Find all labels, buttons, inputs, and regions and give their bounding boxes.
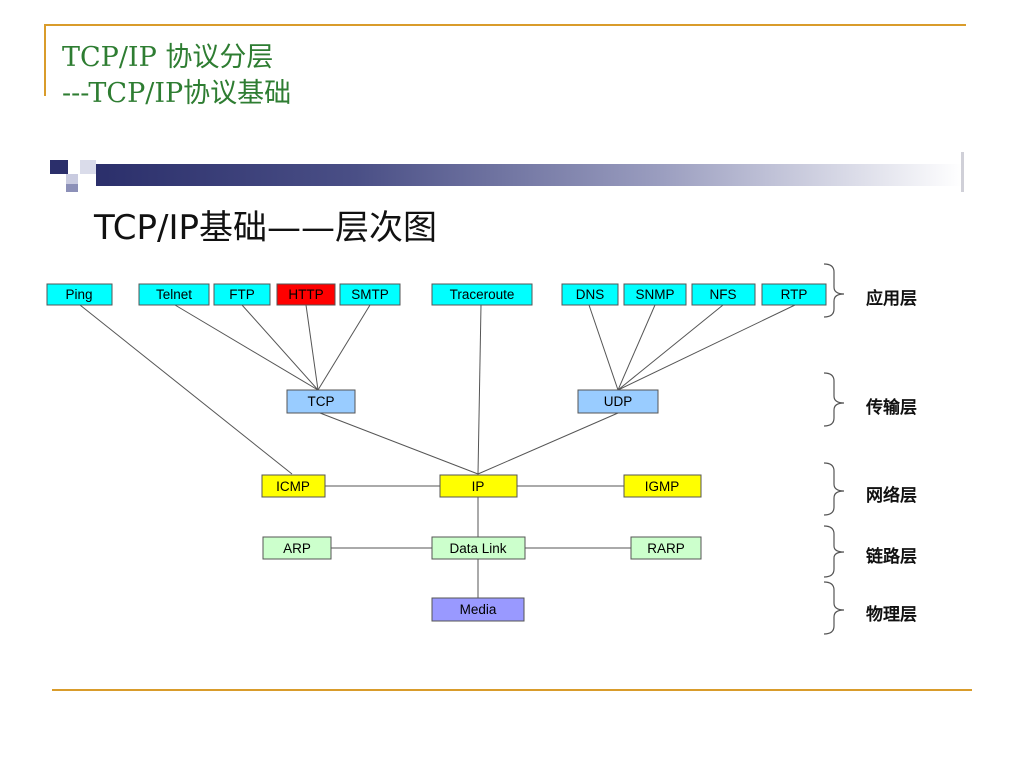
layer-label-physical: 物理层 [866, 605, 917, 625]
node-arp-box [262, 536, 332, 560]
connector-line [477, 304, 482, 475]
brace-application [823, 263, 845, 318]
node-snmp-box [623, 283, 687, 306]
node-media: Media [460, 602, 497, 617]
slide-title: TCP/IP 协议分层 ---TCP/IP协议基础 [62, 40, 291, 112]
node-http: HTTP [288, 287, 323, 302]
node-nfs-box [691, 283, 756, 306]
title-accent-frame [44, 24, 966, 96]
node-telnet-box [138, 283, 210, 306]
node-nfs: NFS [710, 287, 737, 302]
node-telnet: Telnet [156, 287, 192, 302]
slide-title-line2: ---TCP/IP协议基础 [62, 78, 292, 109]
connector-line [241, 304, 319, 391]
connector-line [174, 304, 319, 391]
node-dns-box [561, 283, 619, 306]
node-smtp-box [339, 283, 401, 306]
connector-line [305, 304, 319, 391]
decor-square [80, 160, 96, 174]
layer-label-network: 网络层 [866, 486, 917, 506]
node-rarp-box [630, 536, 702, 560]
node-rtp: RTP [781, 287, 808, 302]
layer-label-link: 链路层 [866, 547, 917, 567]
node-udp: UDP [604, 394, 633, 409]
connector-line [79, 304, 293, 475]
node-rtp-box [761, 283, 827, 306]
decor-square [66, 184, 78, 192]
node-ip: IP [472, 479, 485, 494]
connector-line [477, 412, 619, 475]
node-media-box [431, 597, 525, 622]
node-rarp: RARP [647, 541, 685, 556]
banner-end-mark [961, 152, 964, 192]
node-ping: Ping [65, 287, 92, 302]
node-datalink: Data Link [449, 541, 506, 556]
diagram-heading: TCP/IP基础——层次图 [94, 208, 438, 248]
node-ping-box [46, 283, 113, 306]
node-icmp-box [261, 474, 326, 498]
bottom-accent-rule [52, 689, 972, 691]
layer-label-application: 应用层 [866, 289, 917, 309]
node-icmp: ICMP [276, 479, 310, 494]
node-udp-box [577, 389, 659, 414]
connector-line [317, 304, 371, 391]
node-traceroute-box [431, 283, 533, 306]
brace-physical [823, 581, 845, 635]
node-datalink-box [431, 536, 526, 560]
node-smtp: SMTP [351, 287, 389, 302]
node-traceroute: Traceroute [450, 287, 515, 302]
slide-title-line1: TCP/IP 协议分层 [62, 42, 274, 73]
connector-line [617, 304, 796, 391]
node-arp: ARP [283, 541, 311, 556]
connector-lines [79, 304, 796, 598]
node-ftp: FTP [229, 287, 255, 302]
node-ftp-box [213, 283, 271, 306]
node-tcp: TCP [308, 394, 335, 409]
node-dns: DNS [576, 287, 605, 302]
brace-transport [823, 372, 845, 427]
node-http-box [276, 283, 336, 306]
brace-network [823, 462, 845, 516]
decor-square [66, 174, 78, 186]
connector-line [617, 304, 724, 391]
connector-line [588, 304, 619, 391]
node-snmp: SNMP [635, 287, 674, 302]
brace-link [823, 525, 845, 578]
connector-line [617, 304, 656, 391]
banner-gradient-bar [96, 164, 962, 186]
layer-label-transport: 传输层 [866, 398, 917, 418]
node-ip-box [439, 474, 518, 498]
node-igmp-box [623, 474, 702, 498]
node-igmp: IGMP [645, 479, 680, 494]
node-tcp-box [286, 389, 356, 414]
connector-line [319, 412, 479, 475]
decor-square [50, 160, 68, 174]
